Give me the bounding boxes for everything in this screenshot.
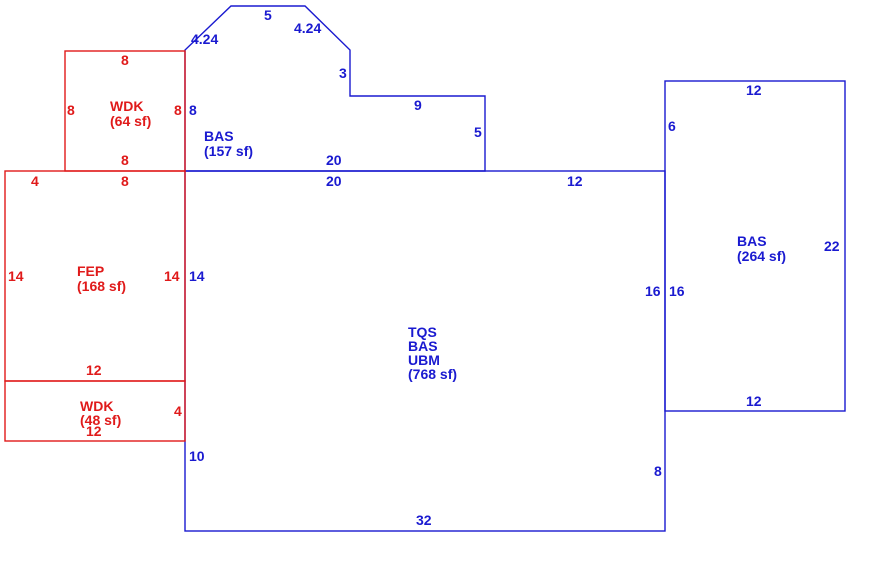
bas-right-outline [664,80,846,412]
dim-bas-right-top: 12 [746,82,762,98]
dim-wdk-top-top: 8 [121,52,129,68]
dim-fep-right: 14 [164,268,180,284]
area-main-line1: TQS [408,324,437,340]
dim-main-top: 20 [326,173,342,189]
dim-bas-upper-right: 5 [474,124,482,140]
area-sf-bas-upper: (157 sf) [204,143,253,159]
dim-bas-upper-bottom: 20 [326,152,342,168]
wdk-bottom-labels: 4 12 WDK (48 sf) [80,398,182,439]
dim-fep-top: 8 [121,173,129,189]
area-sf-fep: (168 sf) [77,278,126,294]
fep-labels: 4 8 14 14 12 FEP (168 sf) [8,173,180,378]
dim-main-left-upper: 14 [189,268,205,284]
dim-main-top-right: 12 [567,173,583,189]
area-name-bas-right: BAS [737,233,767,249]
area-main-line3: UBM [408,352,440,368]
bas-right-labels: 12 6 16 22 12 BAS (264 sf) [668,82,840,409]
dim-wdk-bottom-right: 4 [174,403,182,419]
dim-bas-upper-diag-right: 4.24 [294,20,321,36]
area-sf-wdk-bottom: (48 sf) [80,412,121,428]
dim-bas-upper-top: 5 [264,7,272,23]
wdk-top-labels: 8 8 8 8 WDK (64 sf) [67,52,182,168]
bas-upper-outline [184,5,486,172]
dim-bas-upper-ledge: 9 [414,97,422,113]
dim-main-right-upper: 16 [645,283,661,299]
area-sf-wdk-top: (64 sf) [110,113,151,129]
dim-wdk-bottom-bottom: 12 [86,423,102,439]
dim-fep-left: 14 [8,268,24,284]
dim-wdk-top-right: 8 [174,102,182,118]
area-name-wdk-top: WDK [110,98,143,114]
dim-bas-upper-step: 3 [339,65,347,81]
dim-fep-top-left: 4 [31,173,39,189]
area-main-line2: BAS [408,338,438,354]
dim-bas-right-bottom: 12 [746,393,762,409]
dim-main-bottom: 32 [416,512,432,528]
dim-bas-upper-diag-left: 4.24 [191,31,218,47]
dim-bas-upper-left: 8 [189,102,197,118]
area-name-fep: FEP [77,263,104,279]
area-sf-main: (768 sf) [408,366,457,382]
dim-fep-bottom: 12 [86,362,102,378]
dim-wdk-top-left: 8 [67,102,75,118]
dim-bas-right-left-top: 6 [668,118,676,134]
bas-upper-labels: 4.24 5 4.24 3 9 5 20 8 BAS (157 sf) [189,7,482,168]
area-name-bas-upper: BAS [204,128,234,144]
area-name-wdk-bottom: WDK [80,398,113,414]
dim-wdk-top-bottom: 8 [121,152,129,168]
main-labels: 20 12 14 10 16 8 32 TQS BAS UBM (768 sf) [189,173,662,528]
area-sf-bas-right: (264 sf) [737,248,786,264]
shapes [4,5,846,532]
dim-main-left-lower: 10 [189,448,205,464]
dim-bas-right-right: 22 [824,238,840,254]
dim-bas-right-left: 16 [669,283,685,299]
dim-main-right-lower: 8 [654,463,662,479]
wdk-bottom-outline [4,380,186,442]
